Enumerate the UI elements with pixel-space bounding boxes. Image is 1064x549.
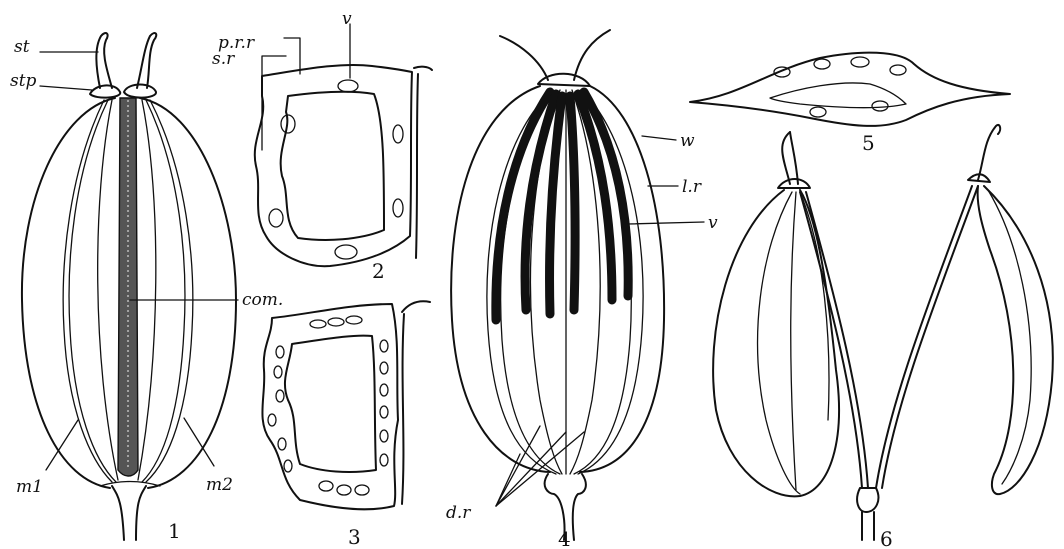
- label-m2: m2: [206, 475, 233, 495]
- figure-5-section: [690, 53, 1010, 126]
- figure-number-4: 4: [558, 527, 571, 549]
- leader-v4: [628, 222, 704, 224]
- figure-1-fruit: [22, 33, 236, 540]
- label-st: st: [14, 37, 30, 57]
- figure-3-section: [262, 301, 430, 509]
- figure-number-6: 6: [880, 527, 893, 549]
- leader-w: [642, 136, 676, 140]
- leader-m2: [184, 418, 214, 466]
- label-m1: m1: [16, 477, 43, 497]
- leader-sr: [262, 56, 286, 150]
- label-v2: v: [342, 9, 352, 29]
- label-sr: s.r: [212, 49, 235, 69]
- figure-2-section: [255, 65, 432, 266]
- figure-6-split-fruit: [713, 125, 1053, 540]
- label-v4: v: [708, 213, 718, 233]
- label-dr: d.r: [446, 503, 471, 523]
- figure-number-5: 5: [862, 131, 875, 155]
- vittae-ring: [268, 316, 388, 495]
- leader-stp: [40, 86, 92, 90]
- figure-4-mericarp: [451, 30, 664, 540]
- leader-m1: [46, 420, 78, 470]
- label-stp: stp: [10, 71, 37, 91]
- figure-number-3: 3: [348, 525, 361, 549]
- label-com: com.: [242, 290, 283, 310]
- figure-number-2: 2: [372, 259, 385, 283]
- figure-number-1: 1: [168, 519, 181, 543]
- label-lr: l.r: [682, 177, 702, 197]
- label-w: w: [680, 131, 695, 151]
